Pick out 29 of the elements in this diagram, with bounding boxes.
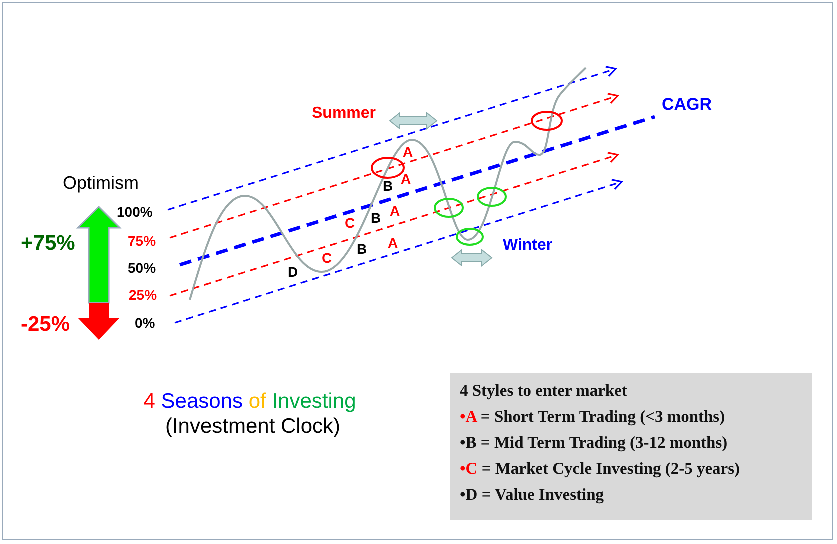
entry-marker: B	[371, 211, 382, 225]
entry-marker: B	[357, 242, 368, 256]
season-label: Winter	[503, 238, 553, 254]
subtitle-text: (Investment Clock)	[164, 416, 342, 437]
entry-marker: A	[390, 204, 400, 218]
legend-panel	[450, 373, 812, 520]
level-label: 75%	[128, 234, 156, 248]
percent-label: +75%	[21, 233, 76, 254]
entry-marker: C	[322, 251, 332, 265]
entry-marker: D	[288, 265, 298, 279]
legend-item: •D = Value Investing	[460, 485, 606, 505]
diagram-title: 4 Seasons of Investing	[142, 390, 358, 414]
season-label: Summer	[312, 106, 376, 122]
legend-item: •A = Short Term Trading (<3 months)	[460, 407, 726, 427]
entry-marker: B	[383, 179, 394, 193]
level-label: 50%	[128, 261, 156, 275]
entry-marker: A	[401, 172, 412, 186]
axis-title: Optimism	[63, 174, 139, 192]
entry-marker: A	[388, 236, 398, 250]
entry-marker: A	[403, 145, 414, 159]
legend-item: •C = Market Cycle Investing (2-5 years)	[460, 459, 742, 479]
level-label: 100%	[117, 205, 153, 219]
legend-item: •B = Mid Term Trading (3-12 months)	[460, 433, 729, 453]
percent-label: -25%	[21, 314, 70, 335]
level-label: 0%	[135, 316, 156, 330]
legend-heading: 4 Styles to enter market	[460, 381, 628, 401]
trend-label: CAGR	[662, 96, 712, 113]
level-label: 25%	[129, 288, 158, 302]
entry-marker: C	[345, 216, 356, 230]
